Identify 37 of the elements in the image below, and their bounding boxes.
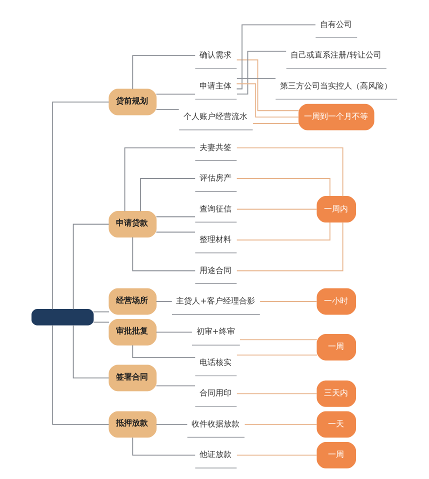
connector <box>156 216 196 217</box>
connector <box>236 82 300 118</box>
connector <box>236 222 330 240</box>
connector <box>236 221 344 271</box>
connector <box>140 178 196 212</box>
connector <box>156 231 196 232</box>
connector <box>156 300 172 302</box>
connector <box>236 50 287 94</box>
connector <box>132 436 196 456</box>
connector <box>156 384 196 386</box>
connector <box>260 300 318 302</box>
connector <box>93 321 110 322</box>
connector <box>93 310 110 312</box>
connector <box>72 223 110 310</box>
connector <box>236 178 330 196</box>
connector <box>236 208 318 210</box>
connector <box>236 454 318 456</box>
connector <box>252 122 300 124</box>
connector <box>236 146 344 196</box>
connector <box>236 58 300 111</box>
connector <box>132 54 196 90</box>
node-box <box>32 308 94 325</box>
connector <box>52 101 110 310</box>
connector <box>52 324 110 424</box>
connector <box>156 93 196 94</box>
connector <box>236 24 316 89</box>
connector <box>236 354 318 356</box>
connector <box>236 78 276 79</box>
connector <box>72 324 110 378</box>
connector <box>156 331 192 332</box>
connector <box>240 338 318 340</box>
connector <box>244 423 318 424</box>
connector <box>236 392 318 394</box>
connector <box>132 236 196 271</box>
connector <box>124 146 196 212</box>
connector <box>156 423 188 424</box>
connector <box>156 108 180 110</box>
